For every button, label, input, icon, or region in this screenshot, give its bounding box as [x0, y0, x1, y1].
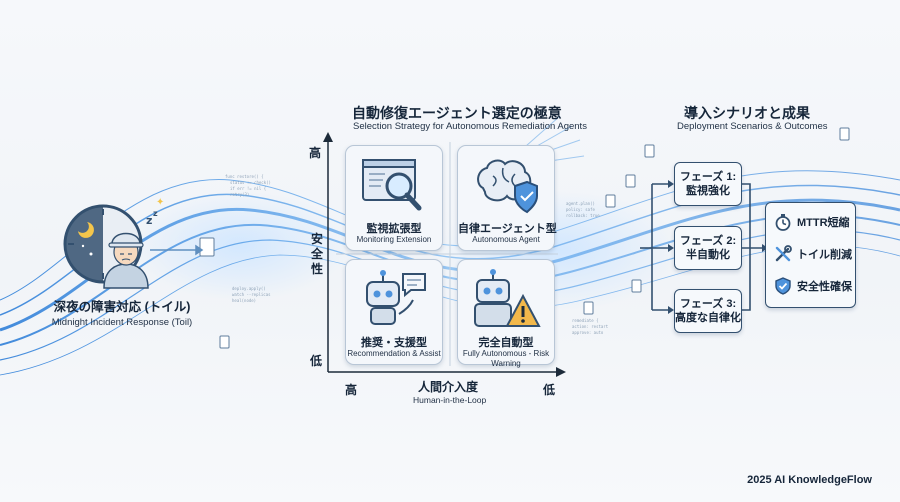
- phase-label: フェーズ 1:: [679, 171, 737, 183]
- svg-text:func restore() {: func restore() {: [225, 174, 264, 179]
- card-label: 自律エージェント型: [458, 223, 557, 235]
- y-axis-label: 安全性: [310, 232, 323, 276]
- svg-text:✦: ✦: [156, 197, 164, 208]
- card-sublabel: Recommendation & Assist: [347, 349, 441, 358]
- svg-text:deploy.apply(): deploy.apply(): [232, 286, 266, 291]
- card-label: 推奨・支援型: [361, 337, 427, 349]
- svg-text:z: z: [153, 209, 158, 218]
- phase-label: フェーズ 3:: [679, 298, 737, 310]
- matrix-subtitle: Selection Strategy for Autonomous Remedi…: [353, 121, 587, 132]
- card-sublabel: Autonomous Agent: [472, 235, 540, 244]
- worker-title: 深夜の障害対応 (トイル): [53, 300, 191, 314]
- tools-icon: [775, 245, 792, 262]
- x-axis-high: 高: [345, 383, 358, 397]
- svg-text:action: restart: action: restart: [572, 324, 609, 329]
- phase-name: 半自動化: [686, 249, 730, 261]
- outcome-mttr: MTTR短縮: [774, 213, 850, 231]
- svg-text:approve: auto: approve: auto: [572, 330, 604, 335]
- y-axis-high: 高: [309, 146, 322, 160]
- svg-text:heal(node): heal(node): [232, 298, 256, 303]
- stopwatch-icon: [775, 214, 791, 231]
- outcome-label: MTTR短縮: [797, 217, 850, 229]
- card-label: 完全自動型: [478, 337, 534, 349]
- x-axis-label-en: Human-in-the-Loop: [413, 395, 487, 405]
- card-autonomous-agent[interactable]: 自律エージェント型 Autonomous Agent: [457, 145, 557, 251]
- worker-subtitle: Midnight Incident Response (Toil): [51, 317, 193, 328]
- phase-label: フェーズ 2:: [679, 235, 737, 247]
- svg-text:agent.plan(): agent.plan(): [566, 201, 595, 206]
- outcome-toil: トイル削減: [774, 245, 852, 263]
- x-axis-label: 人間介入度: [418, 380, 479, 394]
- outcome-label: 安全性確保: [797, 281, 852, 293]
- outcome-label: トイル削減: [797, 249, 852, 261]
- svg-text:watch --replicas: watch --replicas: [232, 292, 271, 297]
- phase-name: 高度な自律化: [675, 312, 741, 324]
- footer-credit: 2025 AI KnowledgeFlow: [747, 474, 872, 486]
- svg-text:policy: safe: policy: safe: [566, 207, 595, 212]
- svg-text:retry(3): retry(3): [230, 192, 249, 197]
- card-fully-autonomous[interactable]: 完全自動型 Fully Autonomous - Risk Warning: [457, 259, 555, 368]
- tired-worker-icon: z z ✦: [63, 197, 164, 289]
- card-sublabel: Fully Autonomous - Risk Warning: [462, 349, 550, 368]
- worker-caption: 深夜の障害対応 (トイル) Midnight Incident Response…: [42, 296, 202, 329]
- card-sublabel: Monitoring Extension: [356, 235, 432, 244]
- outcome-safety: 安全性確保: [774, 277, 852, 295]
- matrix-axes: [323, 132, 566, 377]
- svg-text:z: z: [146, 214, 152, 227]
- robot-chat-icon: [366, 270, 426, 325]
- phase-name: 監視強化: [686, 185, 730, 197]
- outcomes-box: MTTR短縮 トイル削減 安全性確保: [765, 202, 856, 308]
- card-label: 監視拡張型: [366, 223, 422, 235]
- y-axis-low: 低: [310, 354, 323, 368]
- svg-text:rollback: true: rollback: true: [566, 213, 600, 218]
- flow-arrow: [150, 244, 204, 256]
- brain-shield-icon: [477, 159, 538, 214]
- svg-text:remediate {: remediate {: [572, 318, 599, 323]
- phase-3-box[interactable]: フェーズ 3: 高度な自律化: [674, 289, 742, 333]
- svg-text:if err != nil {: if err != nil {: [230, 186, 266, 191]
- x-axis-low: 低: [543, 383, 556, 397]
- magnifier-icon: [362, 159, 422, 211]
- phase-1-box[interactable]: フェーズ 1: 監視強化: [674, 162, 742, 206]
- matrix-title: 自動修復エージェント選定の極意: [352, 105, 562, 121]
- deployment-subtitle: Deployment Scenarios & Outcomes: [677, 121, 828, 132]
- card-monitoring-extension[interactable]: 監視拡張型 Monitoring Extension: [345, 145, 443, 251]
- shield-check-icon: [775, 277, 791, 295]
- deployment-title: 導入シナリオと成果: [684, 105, 810, 121]
- svg-text:status := check(): status := check(): [230, 180, 271, 185]
- phase-2-box[interactable]: フェーズ 2: 半自動化: [674, 226, 742, 270]
- phase-connectors: [640, 180, 768, 314]
- robot-warning-icon: [474, 269, 541, 327]
- card-recommendation-assist[interactable]: 推奨・支援型 Recommendation & Assist: [345, 259, 443, 365]
